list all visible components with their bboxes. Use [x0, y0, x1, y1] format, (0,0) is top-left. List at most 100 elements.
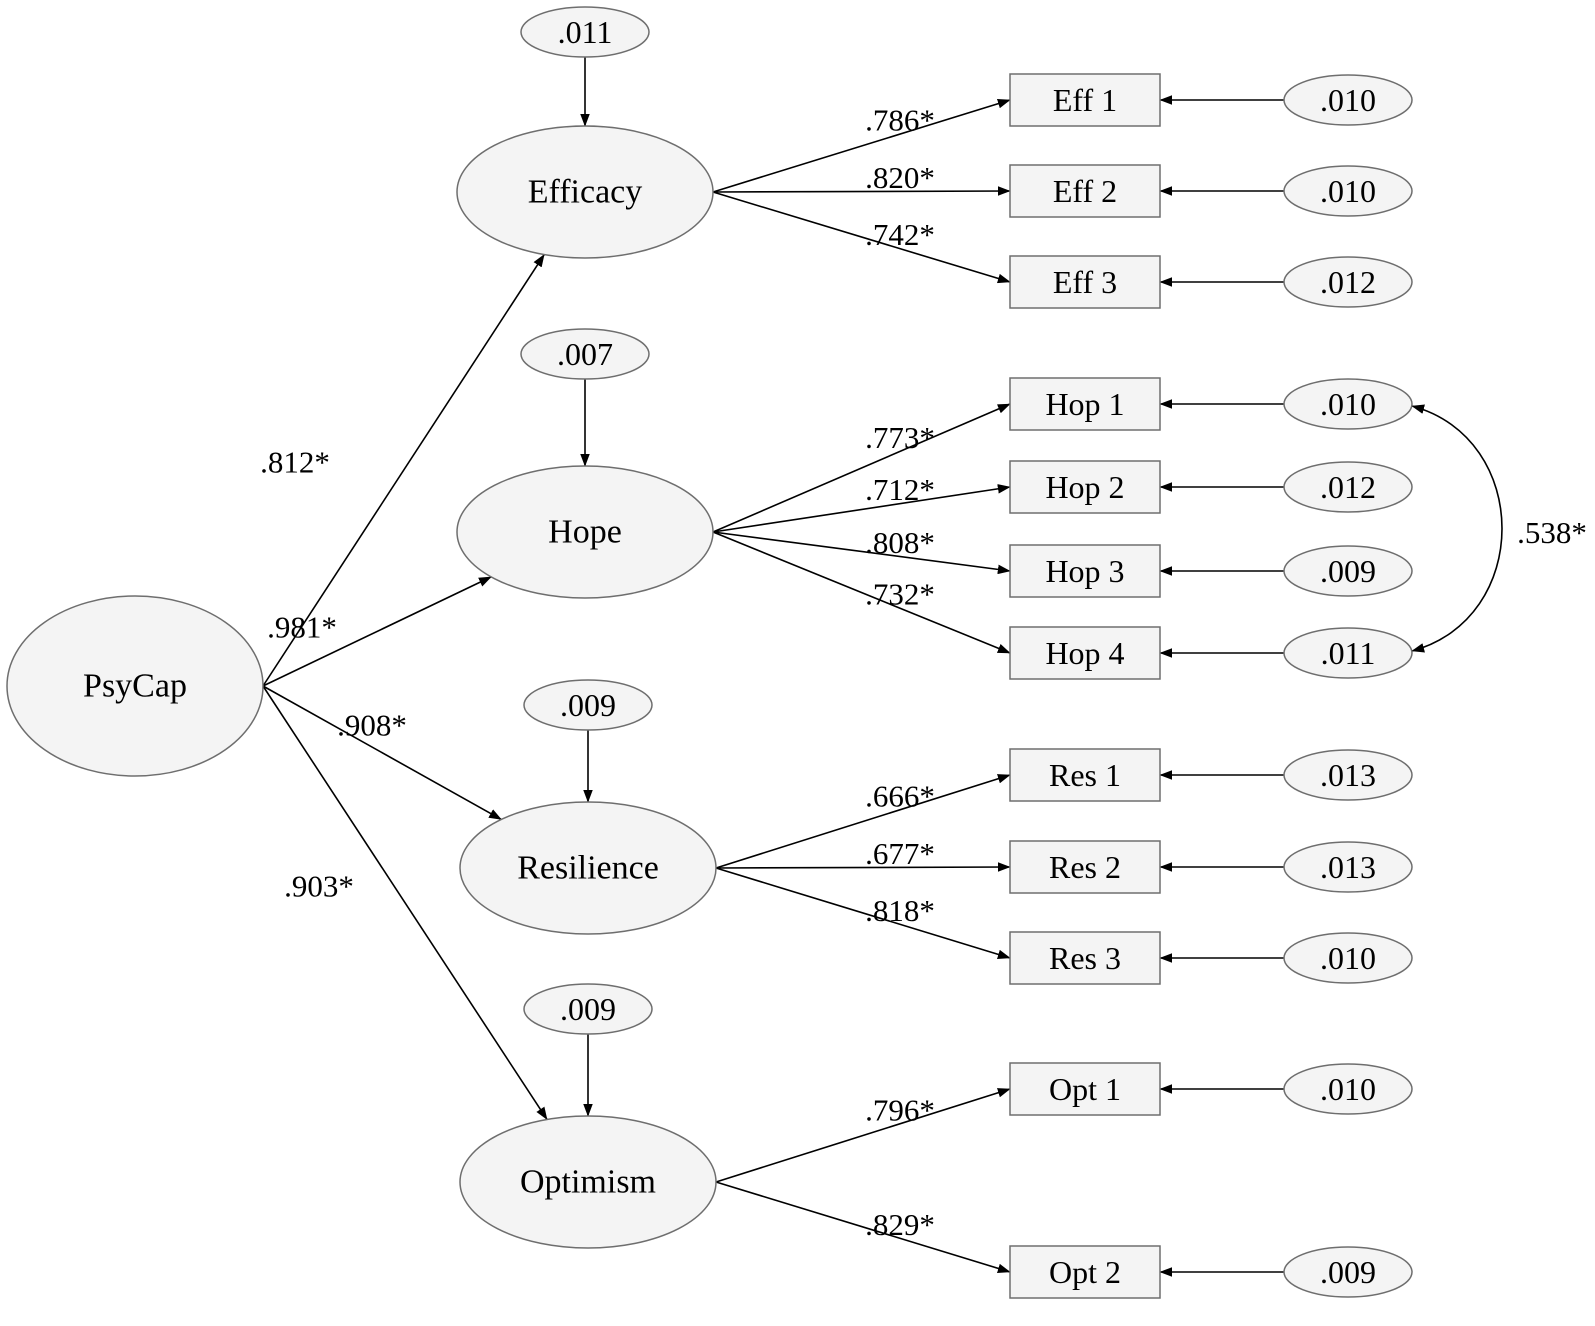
hope-disturbance-ellipse: [520, 328, 650, 380]
res2-error-ellipse: [1283, 841, 1413, 893]
hope-to-hop3-path: [712, 531, 1011, 575]
error-covariance-label: .538*: [1517, 515, 1587, 550]
res2-loading-label: .677*: [865, 836, 935, 871]
eff1-indicator-label: Eff 1: [1053, 82, 1117, 118]
opt1-error-ellipse: [1283, 1063, 1413, 1115]
efficacy-latent-ellipse: [456, 125, 714, 259]
eff2-loading-label: .820*: [865, 160, 935, 195]
eff1-error-ellipse: [1283, 74, 1413, 126]
res2-indicator-box: [1009, 840, 1161, 894]
optimism-to-opt2-path: [715, 1181, 1011, 1274]
error-covariance-arc: [1411, 404, 1503, 653]
psycap-to-resilience-path: [262, 685, 502, 821]
eff3-error-ellipse: [1283, 256, 1413, 308]
res1-loading-label: .666*: [865, 778, 935, 813]
res1-indicator-label: Res 1: [1049, 757, 1121, 793]
opt2-error-label: .009: [1320, 1254, 1376, 1290]
eff2-indicator-label: Eff 2: [1053, 173, 1117, 209]
resilience-structural-loading: .908*: [337, 708, 407, 743]
res3-indicator-box: [1009, 931, 1161, 985]
hop2-loading-label: .712*: [865, 472, 935, 507]
hop2-indicator-box: [1009, 460, 1161, 514]
res2-error-label: .013: [1320, 849, 1376, 885]
resilience-to-res2-path: [715, 862, 1011, 872]
efficacy-disturbance-label: .011: [558, 14, 613, 50]
hop4-indicator-label: Hop 4: [1045, 635, 1124, 671]
psycap-to-hope-path: [262, 576, 492, 687]
hop4-loading-label: .732*: [865, 577, 935, 612]
hop3-loading-label: .808*: [865, 525, 935, 560]
eff2-indicator-box: [1009, 164, 1161, 218]
resilience-latent-ellipse: [459, 801, 717, 935]
hop3-indicator-box: [1009, 544, 1161, 598]
eff1-error-label: .010: [1320, 82, 1376, 118]
efficacy-to-eff2-path: [712, 186, 1011, 196]
hop1-error-label: .010: [1320, 386, 1376, 422]
hop3-error-ellipse: [1283, 545, 1413, 597]
res3-error-label: .010: [1320, 940, 1376, 976]
optimism-disturbance-ellipse: [523, 983, 653, 1035]
optimism-disturbance-label: .009: [560, 991, 616, 1027]
hope-disturbance-label: .007: [557, 336, 613, 372]
hop2-error-ellipse: [1283, 461, 1413, 513]
hop1-loading-label: .773*: [865, 420, 935, 455]
res3-error-ellipse: [1283, 932, 1413, 984]
resilience-to-res1-path: [715, 774, 1011, 869]
resilience-disturbance-label: .009: [560, 687, 616, 723]
res3-indicator-label: Res 3: [1049, 940, 1121, 976]
hope-to-hop2-path: [712, 484, 1011, 533]
eff3-error-label: .012: [1320, 264, 1376, 300]
opt1-indicator-box: [1009, 1062, 1161, 1116]
hop2-indicator-label: Hop 2: [1045, 469, 1124, 505]
edges-layer: [262, 57, 1503, 1277]
eff1-indicator-box: [1009, 73, 1161, 127]
resilience-latent-label: Resilience: [517, 850, 659, 887]
efficacy-latent-label: Efficacy: [528, 174, 643, 211]
res1-error-label: .013: [1320, 757, 1376, 793]
hop1-error-ellipse: [1283, 378, 1413, 430]
opt2-indicator-box: [1009, 1245, 1161, 1299]
hop3-error-label: .009: [1320, 553, 1376, 589]
efficacy-structural-loading: .812*: [260, 445, 330, 480]
opt1-error-label: .010: [1320, 1071, 1376, 1107]
eff2-error-ellipse: [1283, 165, 1413, 217]
psycap-to-efficacy-path: [262, 254, 545, 687]
resilience-to-res3-path: [715, 867, 1011, 960]
hop2-error-label: .012: [1320, 469, 1376, 505]
eff1-loading-label: .786*: [865, 103, 935, 138]
hope-latent-ellipse: [456, 465, 714, 599]
hop1-indicator-label: Hop 1: [1045, 386, 1124, 422]
optimism-to-opt1-path: [715, 1088, 1011, 1183]
psycap-to-optimism-path: [262, 685, 548, 1121]
hope-structural-loading: .981*: [267, 610, 337, 645]
res2-indicator-label: Res 2: [1049, 849, 1121, 885]
hop3-indicator-label: Hop 3: [1045, 553, 1124, 589]
resilience-disturbance-ellipse: [523, 679, 653, 731]
efficacy-to-eff1-path: [712, 99, 1011, 193]
res1-indicator-box: [1009, 748, 1161, 802]
psycap-latent-ellipse: [6, 595, 264, 777]
efficacy-to-eff3-path: [712, 191, 1011, 284]
optimism-latent-label: Optimism: [520, 1164, 656, 1201]
psycap-latent-label: PsyCap: [83, 668, 187, 705]
res3-loading-label: .818*: [865, 893, 935, 928]
eff3-indicator-label: Eff 3: [1053, 264, 1117, 300]
hope-to-hop4-path: [712, 531, 1011, 654]
hop4-error-ellipse: [1283, 627, 1413, 679]
eff2-error-label: .010: [1320, 173, 1376, 209]
optimism-latent-ellipse: [459, 1115, 717, 1249]
opt2-loading-label: .829*: [865, 1207, 935, 1242]
eff3-loading-label: .742*: [865, 217, 935, 252]
nodes-layer: [6, 6, 1413, 1299]
opt2-indicator-label: Opt 2: [1049, 1254, 1121, 1290]
hope-latent-label: Hope: [548, 514, 622, 551]
efficacy-disturbance-ellipse: [520, 6, 650, 58]
res1-error-ellipse: [1283, 749, 1413, 801]
opt2-error-ellipse: [1283, 1246, 1413, 1298]
opt1-loading-label: .796*: [865, 1092, 935, 1127]
optimism-structural-loading: .903*: [284, 869, 354, 904]
hop4-indicator-box: [1009, 626, 1161, 680]
hop1-indicator-box: [1009, 377, 1161, 431]
